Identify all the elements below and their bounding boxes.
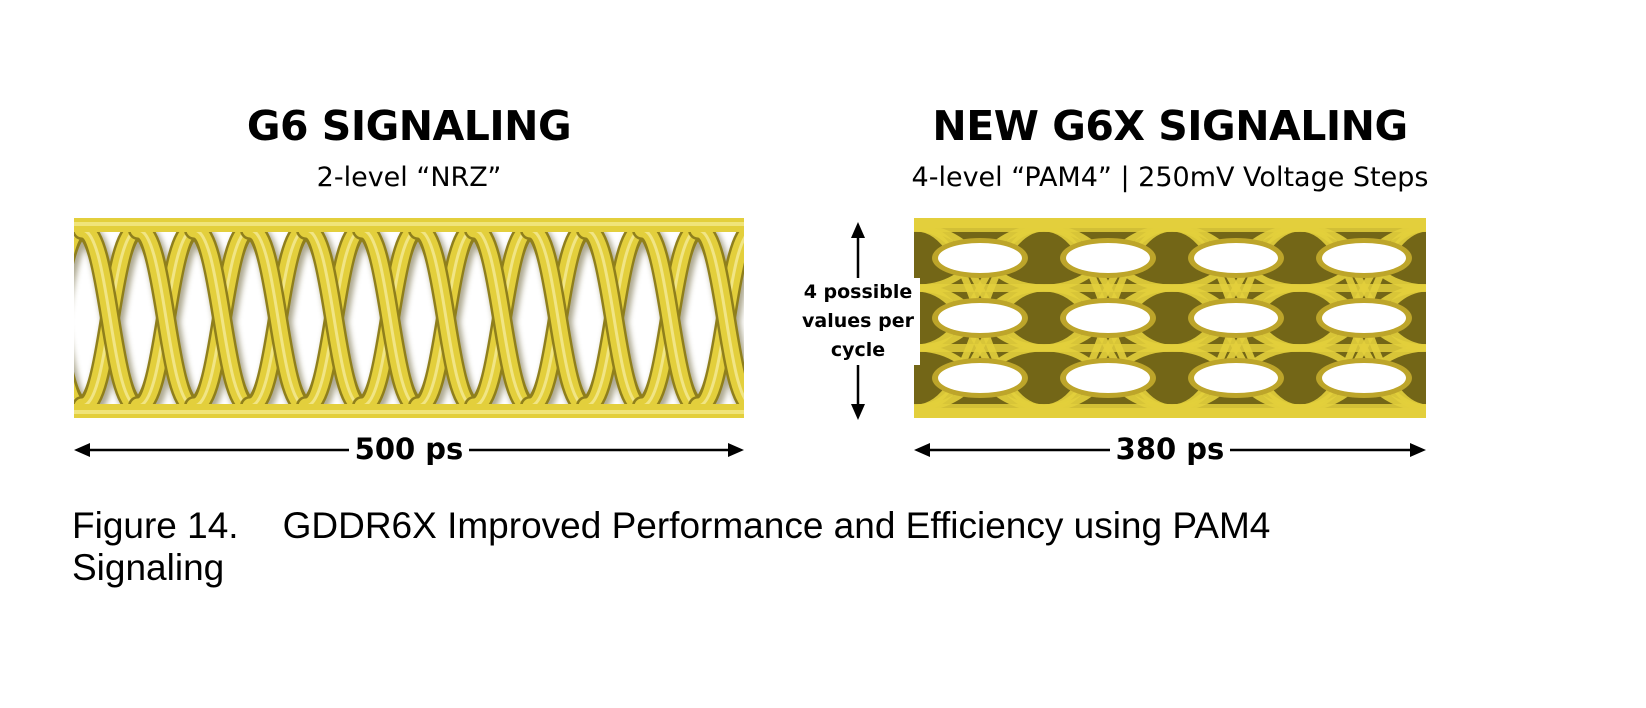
g6x-subtitle: 4-level “PAM4” | 250mV Voltage Steps — [911, 162, 1429, 193]
pam4-eye-opening — [938, 363, 1022, 393]
nrz-trace-highlight — [528, 228, 588, 408]
pam4-level-rail — [914, 284, 1426, 292]
pam4-eye-opening — [1066, 363, 1150, 393]
levels-note: 4 possible values per cycle — [796, 278, 920, 365]
pam4-duration-label: 380 ps — [1109, 432, 1231, 466]
nrz-duration-arrow: 500 ps — [74, 430, 744, 470]
pam4-eye-opening — [1322, 303, 1406, 333]
nrz-eye-diagram — [74, 218, 744, 418]
nrz-trace-highlight — [304, 228, 364, 408]
nrz-trace-highlight — [640, 228, 700, 408]
nrz-trace-highlight — [584, 228, 644, 408]
pam4-eye-opening — [1066, 243, 1150, 273]
nrz-trace-highlight — [136, 228, 196, 408]
g6-subtitle: 2-level “NRZ” — [316, 162, 502, 193]
nrz-trace-highlight — [360, 228, 420, 408]
nrz-duration-label: 500 ps — [348, 432, 470, 466]
pam4-eye-opening — [1322, 363, 1406, 393]
nrz-trace-highlight — [248, 228, 308, 408]
pam4-eye-opening — [1322, 243, 1406, 273]
nrz-eye-graphic — [74, 218, 744, 418]
pam4-eye-opening — [1194, 243, 1278, 273]
nrz-trace-highlight — [416, 228, 476, 408]
pam4-eye-opening — [1066, 303, 1150, 333]
figure-number: Figure 14. — [72, 505, 239, 546]
pam4-level-rail — [914, 344, 1426, 352]
g6x-title: NEW G6X SIGNALING — [932, 102, 1408, 150]
g6-title: G6 SIGNALING — [246, 102, 572, 150]
figure-caption-text: GDDR6X Improved Performance and Efficien… — [72, 505, 1271, 588]
pam4-eye-graphic — [914, 218, 1426, 418]
nrz-trace-highlight — [472, 228, 532, 408]
nrz-trace-highlight — [192, 228, 252, 408]
pam4-eye-opening — [1194, 303, 1278, 333]
figure-caption: Figure 14.GDDR6X Improved Performance an… — [72, 505, 1372, 589]
pam4-duration-arrow: 380 ps — [914, 430, 1426, 470]
nrz-trace-highlight — [696, 228, 744, 400]
pam4-eye-diagram — [914, 218, 1426, 418]
pam4-eye-opening — [938, 303, 1022, 333]
nrz-trace-highlight — [80, 228, 140, 408]
pam4-eye-opening — [938, 243, 1022, 273]
pam4-eye-opening — [1194, 363, 1278, 393]
